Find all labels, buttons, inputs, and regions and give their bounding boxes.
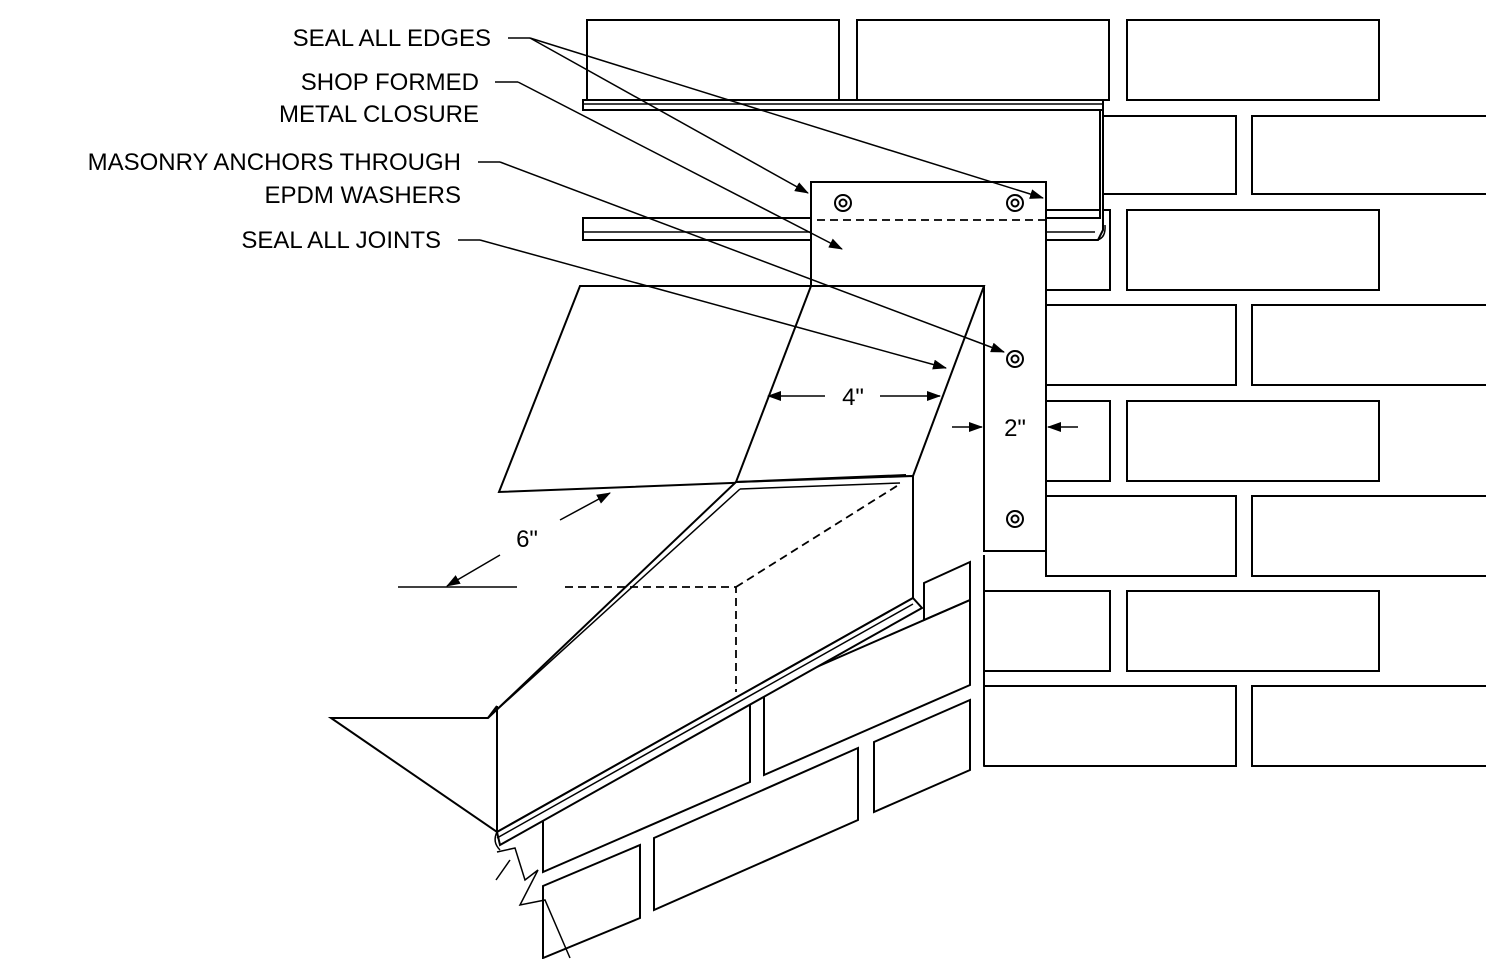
anchor-bolt-icon <box>1006 194 1024 212</box>
brick <box>1045 495 1237 577</box>
brick <box>873 698 971 814</box>
brick <box>653 746 859 912</box>
brick <box>1126 590 1380 672</box>
dimension-lines <box>398 391 1078 588</box>
brick <box>542 843 641 959</box>
brick <box>1099 115 1237 195</box>
brick <box>1126 209 1380 291</box>
brick <box>1126 400 1380 482</box>
brick <box>1251 685 1486 767</box>
callout-epdm-washers: EPDM WASHERS <box>265 182 461 209</box>
brick <box>1045 400 1111 482</box>
dimension-4-inch: 4" <box>842 384 864 411</box>
callout-masonry-anchors: MASONRY ANCHORS THROUGH <box>88 149 461 176</box>
brick <box>856 19 1110 101</box>
dimension-6-inch: 6" <box>516 526 538 553</box>
brick <box>1251 115 1486 195</box>
brick-wall-back <box>586 19 1486 767</box>
brick <box>1251 495 1486 577</box>
leader-lines <box>458 37 1044 370</box>
brick <box>1251 304 1486 386</box>
brick <box>1126 19 1380 101</box>
brick <box>983 590 1111 672</box>
brick-wall-side <box>495 555 985 959</box>
anchor-bolt-icon <box>1006 510 1024 528</box>
brick <box>763 598 971 777</box>
dimension-2-inch: 2" <box>1004 415 1026 442</box>
sloped-flashing <box>327 285 986 851</box>
anchor-bolt-icon <box>834 194 852 212</box>
callout-seal-joints: SEAL ALL JOINTS <box>241 227 441 254</box>
callout-metal-closure: METAL CLOSURE <box>279 101 479 128</box>
callout-seal-edges: SEAL ALL EDGES <box>293 25 491 52</box>
anchor-bolt-icon <box>1006 350 1024 368</box>
brick <box>1045 304 1237 386</box>
metal-closure-plate <box>810 181 1047 552</box>
brick <box>586 19 840 101</box>
brick <box>983 685 1237 767</box>
callout-shop-formed: SHOP FORMED <box>301 69 479 96</box>
